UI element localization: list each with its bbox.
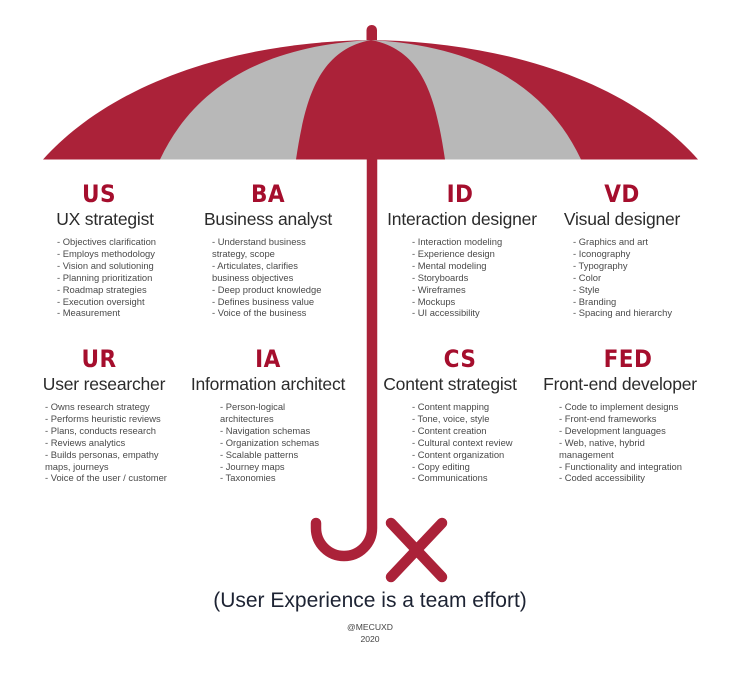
role-skill-list: - Content mapping - Tone, voice, style -…	[412, 401, 513, 484]
skill-item: - Performs heuristic reviews	[45, 412, 161, 424]
skill-item: - Scalable patterns	[220, 448, 299, 460]
role-title: Visual designer	[563, 209, 681, 229]
role-title: UX strategist	[56, 209, 154, 229]
canopy-stripe-gray-left	[160, 40, 371, 160]
role-abbr: FED	[603, 345, 653, 373]
skill-item: - Organization schemas	[220, 436, 320, 448]
role-skill-list: - Understand business strategy, scope - …	[212, 236, 324, 319]
skill-item: - Color	[573, 271, 602, 283]
role-abbr: IA	[255, 345, 281, 373]
skill-item: - Measurement	[57, 307, 121, 319]
role-skill-list: - Graphics and art - Iconography - Typog…	[573, 236, 672, 319]
role-title: Content strategist	[383, 374, 517, 394]
skill-item: - Coded accessibility	[559, 472, 645, 484]
skill-item: - Communications	[412, 472, 488, 484]
umbrella-shaft	[310, 153, 378, 562]
skill-item: - Articulates, clarifies business object…	[212, 259, 298, 283]
umbrella-canopy	[43, 40, 698, 160]
skill-item: - Person-logical architectures	[220, 401, 286, 424]
ux-x-letter	[385, 517, 448, 583]
skill-item: - Taxonomies	[220, 472, 276, 484]
role-abbr: CS	[443, 345, 477, 373]
skill-item: - Wireframes	[412, 283, 466, 295]
author-credit: @MECUXD	[347, 622, 393, 632]
skill-item: - Graphics and art	[573, 236, 649, 247]
role-abbr: VD	[604, 180, 640, 208]
tagline: (User Experience is a team effort)	[213, 589, 527, 612]
skill-item: - Defines business value	[212, 295, 315, 307]
skill-item: - Web, native, hybrid management	[559, 436, 645, 460]
role-title: Interaction designer	[387, 209, 537, 229]
skill-item: - UI accessibility	[412, 307, 480, 319]
role-skill-list: - Person-logical architectures - Navigat…	[220, 401, 320, 484]
role-skill-list: - Objectives clarification - Employs met…	[57, 236, 156, 319]
skill-item: - Front-end frameworks	[559, 412, 657, 424]
skill-item: - Execution oversight	[57, 295, 145, 307]
skill-item: - Storyboards	[412, 271, 469, 283]
skill-item: - Content creation	[412, 424, 487, 436]
year-label: 2020	[360, 634, 380, 644]
skill-item: - Copy editing	[412, 460, 470, 472]
skill-item: - Spacing and hierarchy	[573, 307, 673, 319]
skill-item: - Iconography	[573, 247, 631, 259]
skill-item: - Deep product knowledge	[212, 283, 322, 295]
role-title: Business analyst	[203, 209, 333, 229]
skill-item: - Vision and solutioning	[57, 259, 154, 271]
skill-item: - Voice of the user / customer	[45, 472, 167, 484]
role-abbr: ID	[446, 180, 474, 208]
role-skill-list: - Code to implement designs - Front-end …	[559, 401, 684, 484]
skill-item: - Objectives clarification	[57, 236, 156, 247]
skill-item: - Experience design	[412, 247, 495, 259]
role-abbr: BA	[250, 180, 286, 208]
skill-item: - Typography	[573, 259, 628, 271]
skill-item: - Builds personas, empathy maps, journey…	[45, 448, 159, 472]
skill-item: - Journey maps	[220, 460, 285, 472]
skill-item: - Mental modeling	[412, 259, 487, 271]
skill-item: - Mockups	[412, 295, 456, 307]
skill-item: - Development languages	[559, 424, 666, 436]
role-skill-list: - Interaction modeling - Experience desi…	[412, 236, 502, 319]
skill-item: - Tone, voice, style	[412, 412, 490, 424]
role-title: User researcher	[42, 374, 166, 394]
skill-item: - Planning prioritization	[57, 271, 153, 283]
skill-item: - Voice of the business	[212, 307, 307, 319]
skill-item: - Branding	[573, 295, 617, 307]
role-abbr: UR	[81, 345, 117, 373]
skill-item: - Code to implement designs	[559, 401, 679, 412]
role-abbr: US	[81, 180, 117, 208]
skill-item: - Cultural context review	[412, 436, 513, 448]
skill-item: - Interaction modeling	[412, 236, 503, 247]
skill-item: - Roadmap strategies	[57, 283, 147, 295]
role-skill-list: - Owns research strategy - Performs heur…	[45, 401, 167, 484]
skill-item: - Content organization	[412, 448, 505, 460]
role-title: Information architect	[190, 374, 346, 394]
skill-item: - Navigation schemas	[220, 424, 311, 436]
skill-item: - Functionality and integration	[559, 460, 682, 472]
skill-item: - Plans, conducts research	[45, 424, 156, 436]
skill-item: - Style	[573, 283, 600, 295]
skill-item: - Content mapping	[412, 401, 490, 412]
skill-item: - Reviews analytics	[45, 436, 126, 448]
skill-item: - Understand business strategy, scope	[212, 236, 306, 259]
canopy-stripe-gray-right	[371, 40, 581, 160]
skill-item: - Owns research strategy	[45, 401, 150, 412]
skill-item: - Employs methodology	[57, 247, 155, 259]
role-title: Front-end developer	[543, 374, 697, 394]
